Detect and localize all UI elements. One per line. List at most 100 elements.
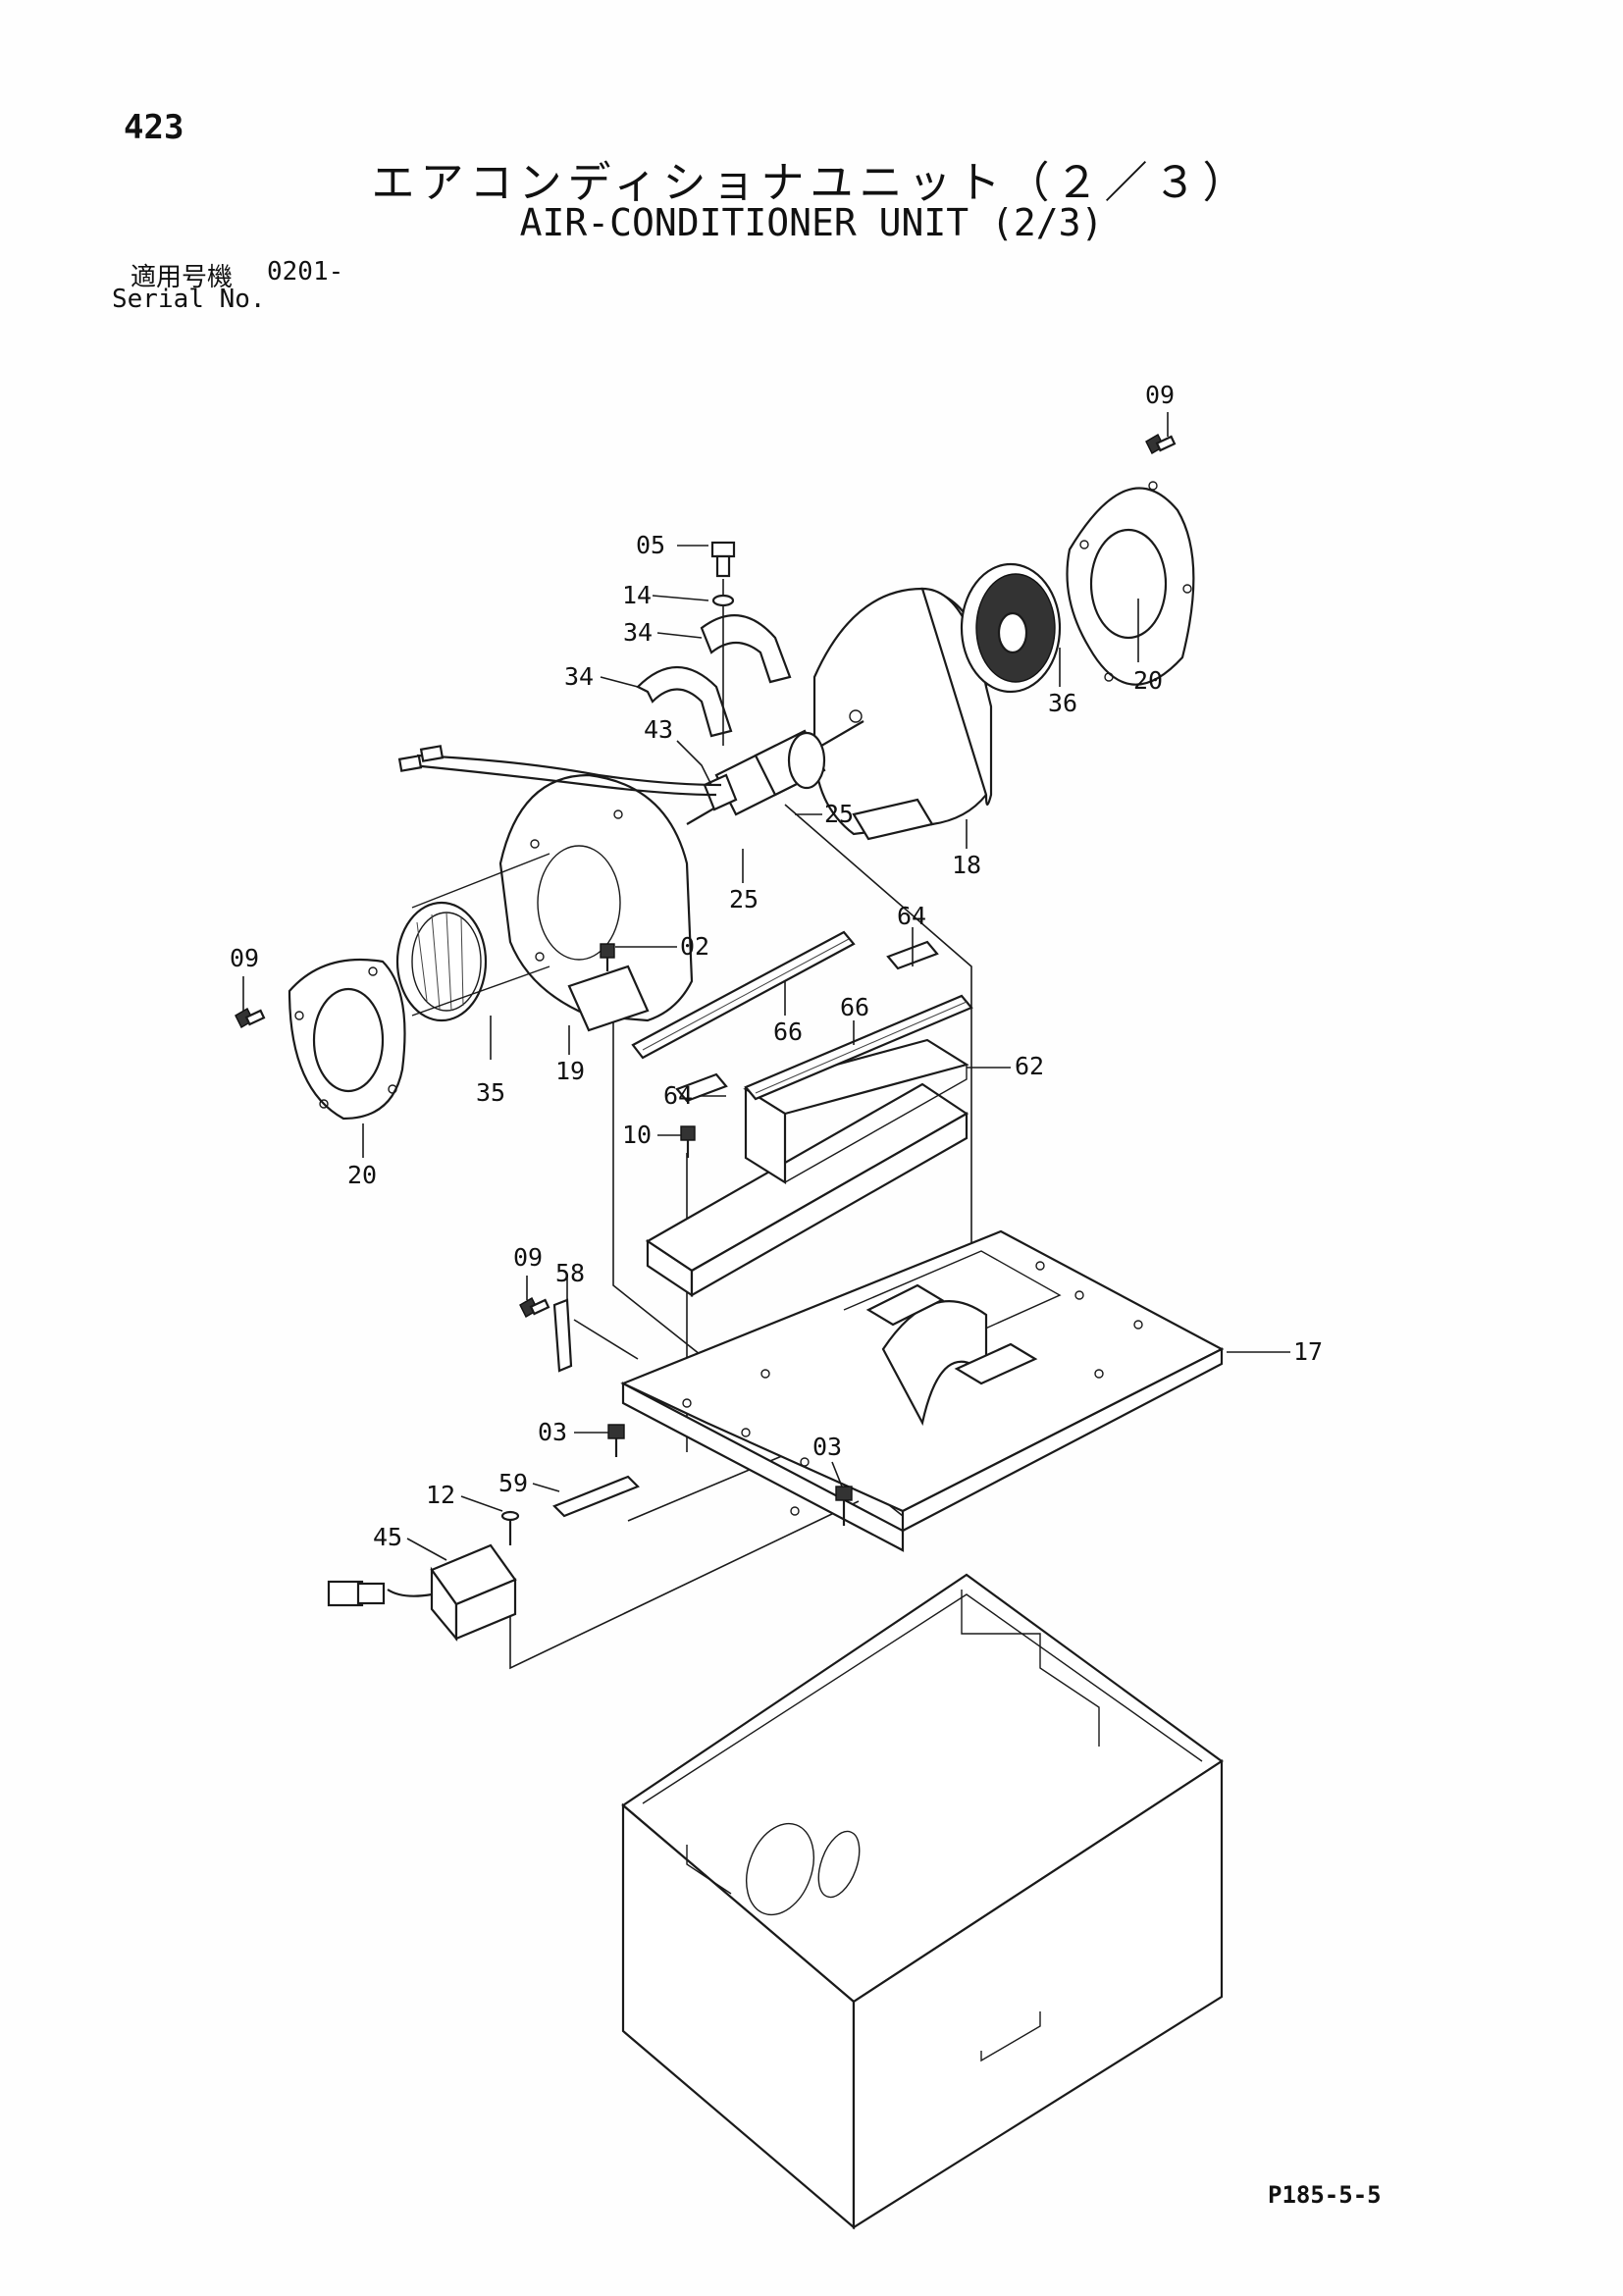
resistor-side: [454, 1578, 517, 1641]
callout-label: 25: [824, 800, 854, 828]
frame-side: [690, 1112, 969, 1297]
wire-2: [416, 754, 722, 787]
callout-label: 10: [622, 1121, 652, 1149]
callout-label: 34: [623, 618, 653, 647]
right-flange-ring: [1066, 481, 1195, 686]
clamp-bolt: [710, 541, 736, 607]
frame-channel-edge: [784, 1065, 968, 1183]
callout-labels: 09 20 36 05 14 34 34 43 25 25 18 02 09 6…: [230, 381, 1323, 1551]
screw-03-left: [607, 1424, 625, 1457]
screw-09-base: [519, 1297, 550, 1318]
bolt-05-head: [710, 541, 736, 558]
left-fan-rim: [395, 901, 488, 1022]
callout-label: 09: [513, 1243, 543, 1272]
wire-1: [411, 763, 717, 797]
housing-side-face: [852, 1758, 1224, 2229]
left-fan-wheel: [395, 853, 550, 1022]
serial-label-japanese: 適用号機: [131, 263, 234, 292]
callout-label: 05: [636, 531, 665, 559]
guide-line-clip-58: [573, 1319, 639, 1360]
screw-09-left: [235, 1008, 266, 1028]
left-scroll-front: [498, 773, 694, 1022]
callout-label: 59: [498, 1469, 528, 1497]
right-flange-opening: [1089, 528, 1168, 640]
base-plate-front-lip: [621, 1382, 905, 1552]
foam-seals: [631, 930, 973, 1103]
base-plate-opening: [843, 1250, 1062, 1360]
screw-02: [600, 943, 615, 971]
left-fan-sleeve: [411, 853, 550, 1017]
motor-collar: [703, 773, 738, 811]
callout-label: 43: [644, 715, 673, 744]
washer-14: [711, 594, 735, 607]
left-blower-housing: [498, 773, 694, 1032]
callout-label: 19: [555, 1057, 585, 1085]
bolt-05-shank: [715, 554, 731, 578]
resistor-connector: [327, 1580, 364, 1607]
callout-label: 35: [476, 1078, 505, 1107]
screw-12: [500, 1510, 520, 1545]
right-fan-wheel: [960, 562, 1062, 694]
clamp-34-front: [636, 666, 733, 738]
callout-label: 17: [1293, 1337, 1323, 1366]
callout-label: 03: [812, 1433, 842, 1461]
guide-line-right-blower: [784, 804, 972, 1266]
callout-label: 66: [773, 1018, 803, 1046]
base-plate: [620, 1229, 1225, 1552]
housing-duct-hole-left: [746, 1822, 814, 1916]
housing-duct-hole-right: [817, 1830, 861, 1899]
clamp-34-rear: [700, 614, 792, 684]
right-fan-hub: [997, 611, 1028, 654]
callout-label: 09: [1145, 381, 1175, 409]
resistor-unit: [327, 1543, 517, 1643]
serial-number-value: 0201-: [267, 257, 344, 287]
left-flange-ring: [288, 958, 406, 1121]
page-title-japanese: エアコンディショナユニット（２／３）: [371, 158, 1252, 208]
base-plate-side-lip: [901, 1347, 1224, 1533]
callout-label: 34: [564, 662, 594, 691]
callout-label: 18: [952, 851, 981, 879]
left-scroll-inlet: [537, 845, 621, 961]
housing-inner-rim: [642, 1593, 1203, 1804]
callout-label: 12: [426, 1481, 455, 1509]
left-mount-foot: [567, 965, 650, 1032]
callout-label: 64: [897, 902, 926, 930]
callout-label: 36: [1048, 689, 1077, 717]
motor-end-cap: [787, 731, 826, 790]
left-flange-opening: [312, 987, 385, 1093]
callout-label: 58: [555, 1259, 585, 1287]
frame-top: [645, 1082, 969, 1273]
page-code: P185-5-5: [1268, 2181, 1382, 2209]
wire-connector-1: [397, 755, 423, 772]
seal-66-upper: [631, 930, 856, 1060]
wire-connector-2: [419, 745, 445, 762]
resistor-connector-plug: [356, 1582, 386, 1605]
callout-label: 62: [1015, 1052, 1044, 1080]
serial-label-english: Serial No.: [112, 285, 266, 314]
seal-64-lower: [675, 1072, 728, 1103]
callout-label: 25: [729, 885, 759, 913]
callout-label: 03: [538, 1418, 567, 1446]
callout-leaders: [242, 412, 1290, 1561]
plate-59: [552, 1475, 640, 1518]
clip-58: [552, 1298, 573, 1373]
right-mount-foot: [852, 798, 934, 841]
screw-10: [680, 1125, 696, 1158]
page-number: 423: [124, 108, 184, 147]
resistor-lead: [387, 1589, 433, 1597]
blower-motor: [686, 720, 864, 825]
callout-label: 45: [373, 1523, 402, 1551]
callout-label: 02: [680, 932, 709, 961]
housing-notch-right: [980, 2011, 1041, 2062]
callout-label: 20: [347, 1161, 377, 1189]
lower-housing-box: [621, 1573, 1224, 2230]
fasteners: [235, 434, 1177, 1545]
motor-clamps: [636, 579, 792, 746]
evaporator-frame: [645, 1038, 969, 1298]
cradle-tab-right: [954, 1342, 1038, 1385]
screw-09-top: [1145, 434, 1177, 454]
callout-label: 14: [622, 581, 652, 609]
motor-wiring-harness: [397, 745, 722, 797]
